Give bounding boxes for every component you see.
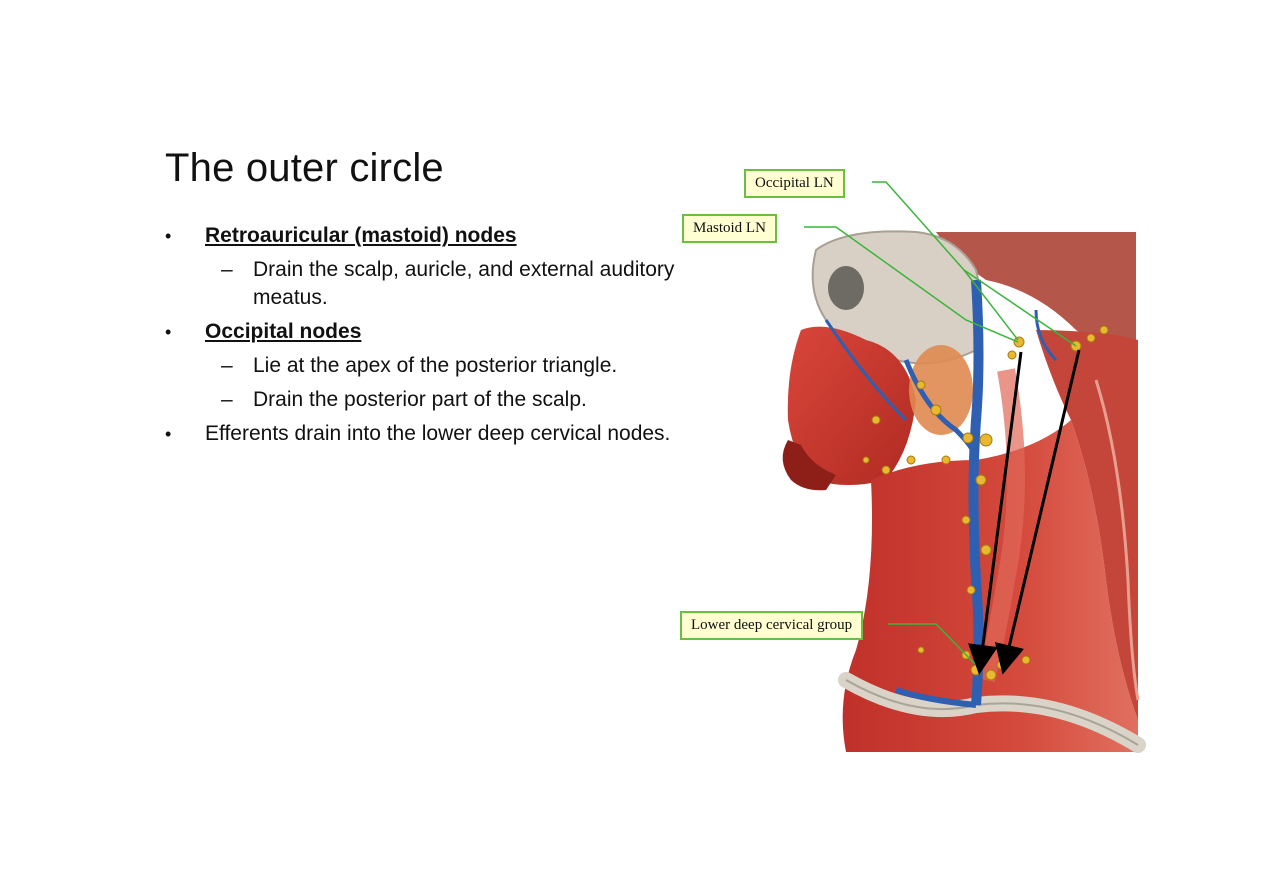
neck-anatomy-illustration: Occipital LN Mastoid LN Lower deep cervi… [676, 160, 1146, 760]
sub-bullet-dash: – [221, 258, 233, 281]
lips [782, 440, 836, 491]
drainage-arrows [968, 349, 1081, 675]
bullet-heading: Retroauricular (mastoid) nodes [205, 224, 517, 247]
sub-bullet-text: Drain the posterior part of the scalp. [253, 388, 587, 411]
sub-bullet-dash: – [221, 354, 233, 377]
trapezius-edge [1094, 379, 1140, 701]
subclavian-vein [895, 687, 977, 708]
lower-deep-cervical-callout: Lower deep cervical group [680, 611, 864, 640]
bullet-item-efferents: • Efferents drain into the lower deep ce… [165, 420, 675, 448]
slide-title: The outer circle [165, 146, 444, 190]
lower-leader-line [888, 623, 977, 666]
occipital-leader-line [872, 181, 1019, 341]
bullet-text: Efferents drain into the lower deep cerv… [205, 422, 671, 445]
bullet-heading: Occipital nodes [205, 320, 362, 343]
occipital-ln-callout: Occipital LN [744, 169, 845, 198]
bullet-list: • Retroauricular (mastoid) nodes – Drain… [165, 222, 675, 454]
scalp-region [936, 232, 1136, 360]
sub-bullet-text: Drain the scalp, auricle, and external a… [253, 258, 675, 309]
mastoid-drainage-arrow [968, 351, 1023, 675]
bullet-dot: • [165, 322, 172, 342]
sub-bullet-item: – Drain the scalp, auricle, and external… [165, 256, 675, 312]
sub-bullet-item: – Drain the posterior part of the scalp. [165, 386, 675, 414]
parotid-gland [909, 345, 973, 435]
bullet-dot: • [165, 226, 172, 246]
vein-branch [824, 319, 908, 422]
posterior-neck [1036, 330, 1138, 720]
occipital-leader-branch [963, 269, 1077, 347]
sub-bullet-text: Lie at the apex of the posterior triangl… [253, 354, 618, 377]
bullet-item-occipital: • Occipital nodes [165, 318, 675, 346]
bullet-item-mastoid: • Retroauricular (mastoid) nodes [165, 222, 675, 250]
facial-muscles [787, 326, 916, 485]
internal-jugular-vein [968, 279, 984, 706]
orbit [828, 266, 864, 310]
occipital-drainage-arrow [994, 349, 1081, 675]
callout-leader-lines [804, 181, 1077, 666]
sub-bullet-item: – Lie at the apex of the posterior trian… [165, 352, 675, 380]
occipital-vein [1034, 309, 1058, 362]
mastoid-leader-line [804, 226, 1019, 343]
bullet-dot: • [165, 424, 172, 444]
mastoid-ln-callout: Mastoid LN [682, 214, 777, 243]
sub-bullet-dash: – [221, 388, 233, 411]
anatomy-drawing [782, 181, 1146, 753]
